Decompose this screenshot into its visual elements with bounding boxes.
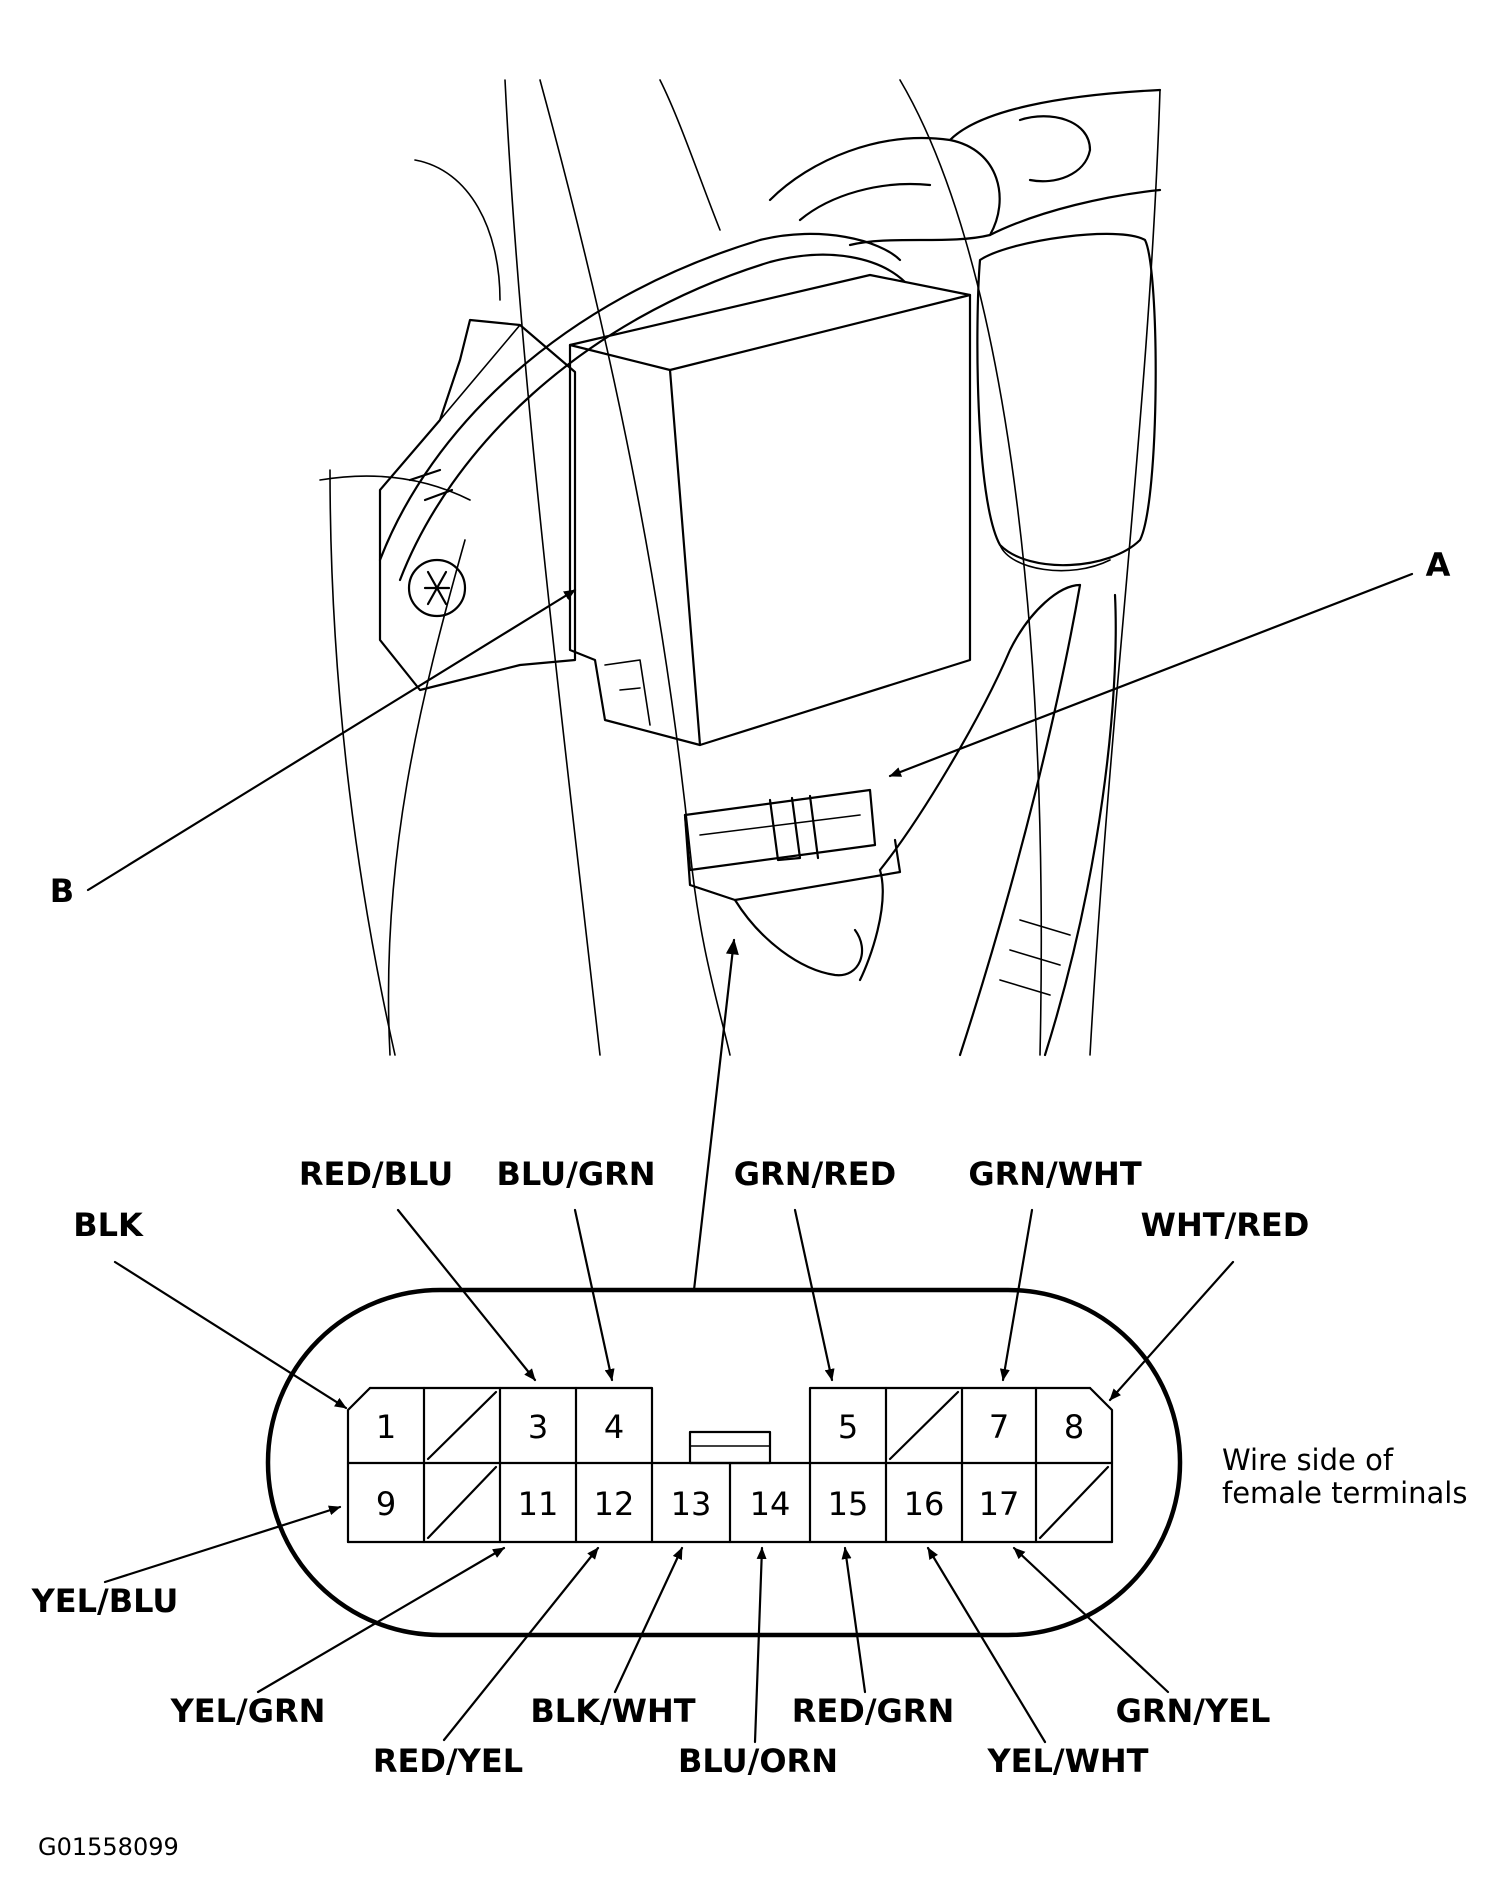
leader-grn-red [793, 1208, 835, 1382]
pin-17: 17 [979, 1485, 1020, 1523]
leader-yel-grn [256, 1546, 506, 1694]
leader-grn-wht [999, 1208, 1034, 1382]
leader-yel-wht [926, 1546, 1047, 1744]
leader-wht-red [1108, 1260, 1235, 1402]
pin-3: 3 [528, 1408, 548, 1446]
connector-note-line2: female terminals [1222, 1476, 1467, 1510]
pin-15: 15 [828, 1485, 869, 1523]
wire-label-blk-wht: BLK/WHT [530, 1692, 695, 1730]
empty-cavity-2 [426, 1390, 498, 1461]
wire-label-wht-red: WHT/RED [1141, 1206, 1310, 1244]
pin-4: 4 [604, 1408, 624, 1446]
wire-label-red-yel: RED/YEL [373, 1742, 523, 1780]
leader-red-yel [442, 1546, 600, 1742]
wire-label-yel-blu: YEL/BLU [31, 1582, 179, 1620]
callout-a-label: A [1426, 546, 1451, 584]
leader-blk-wht [613, 1546, 684, 1694]
pin-5: 5 [838, 1408, 858, 1446]
pin-16: 16 [904, 1485, 945, 1523]
empty-cavity-6 [888, 1390, 960, 1461]
leader-blu-grn [573, 1208, 615, 1382]
leader-blk [113, 1260, 348, 1410]
leader-red-grn [841, 1546, 867, 1694]
pin-13: 13 [671, 1485, 712, 1523]
wire-label-blu-orn: BLU/ORN [678, 1742, 838, 1780]
wire-label-blk: BLK [73, 1206, 144, 1244]
leader-grn-yel [1012, 1546, 1170, 1694]
empty-cavity-18 [1038, 1465, 1110, 1540]
wire-label-red-grn: RED/GRN [792, 1692, 954, 1730]
wire-label-yel-grn: YEL/GRN [170, 1692, 326, 1730]
callout-b-arrow [86, 588, 577, 892]
control-unit-illustration [319, 79, 1162, 1057]
leader-blu-orn [753, 1546, 767, 1744]
pin-7: 7 [989, 1408, 1009, 1446]
leader-red-blu [396, 1208, 537, 1382]
connector-link-arrow [692, 938, 739, 1292]
connector-note-line1: Wire side of [1222, 1443, 1394, 1477]
wire-label-grn-red: GRN/RED [734, 1155, 896, 1193]
wire-label-blu-grn: BLU/GRN [497, 1155, 656, 1193]
wire-label-grn-yel: GRN/YEL [1116, 1692, 1271, 1730]
locking-tab [688, 1430, 772, 1465]
pin-1: 1 [376, 1408, 396, 1446]
callout-b-label: B [50, 872, 74, 910]
connector-outline [265, 1287, 1183, 1638]
pin-8: 8 [1064, 1408, 1084, 1446]
leader-yel-blu [103, 1505, 342, 1584]
pin-14: 14 [750, 1485, 791, 1523]
wire-label-red-blu: RED/BLU [299, 1155, 453, 1193]
pin-12: 12 [594, 1485, 635, 1523]
pin-11: 11 [518, 1485, 559, 1523]
wire-label-yel-wht: YEL/WHT [986, 1742, 1148, 1780]
wire-label-grn-wht: GRN/WHT [968, 1155, 1141, 1193]
connector-face: 1 3 4 5 7 8 9 11 12 13 14 15 16 17 [265, 1287, 1183, 1638]
figure-id: G01558099 [38, 1833, 179, 1861]
callout-a-arrow [888, 572, 1414, 778]
pin-9: 9 [376, 1485, 396, 1523]
empty-cavity-10 [426, 1465, 498, 1540]
